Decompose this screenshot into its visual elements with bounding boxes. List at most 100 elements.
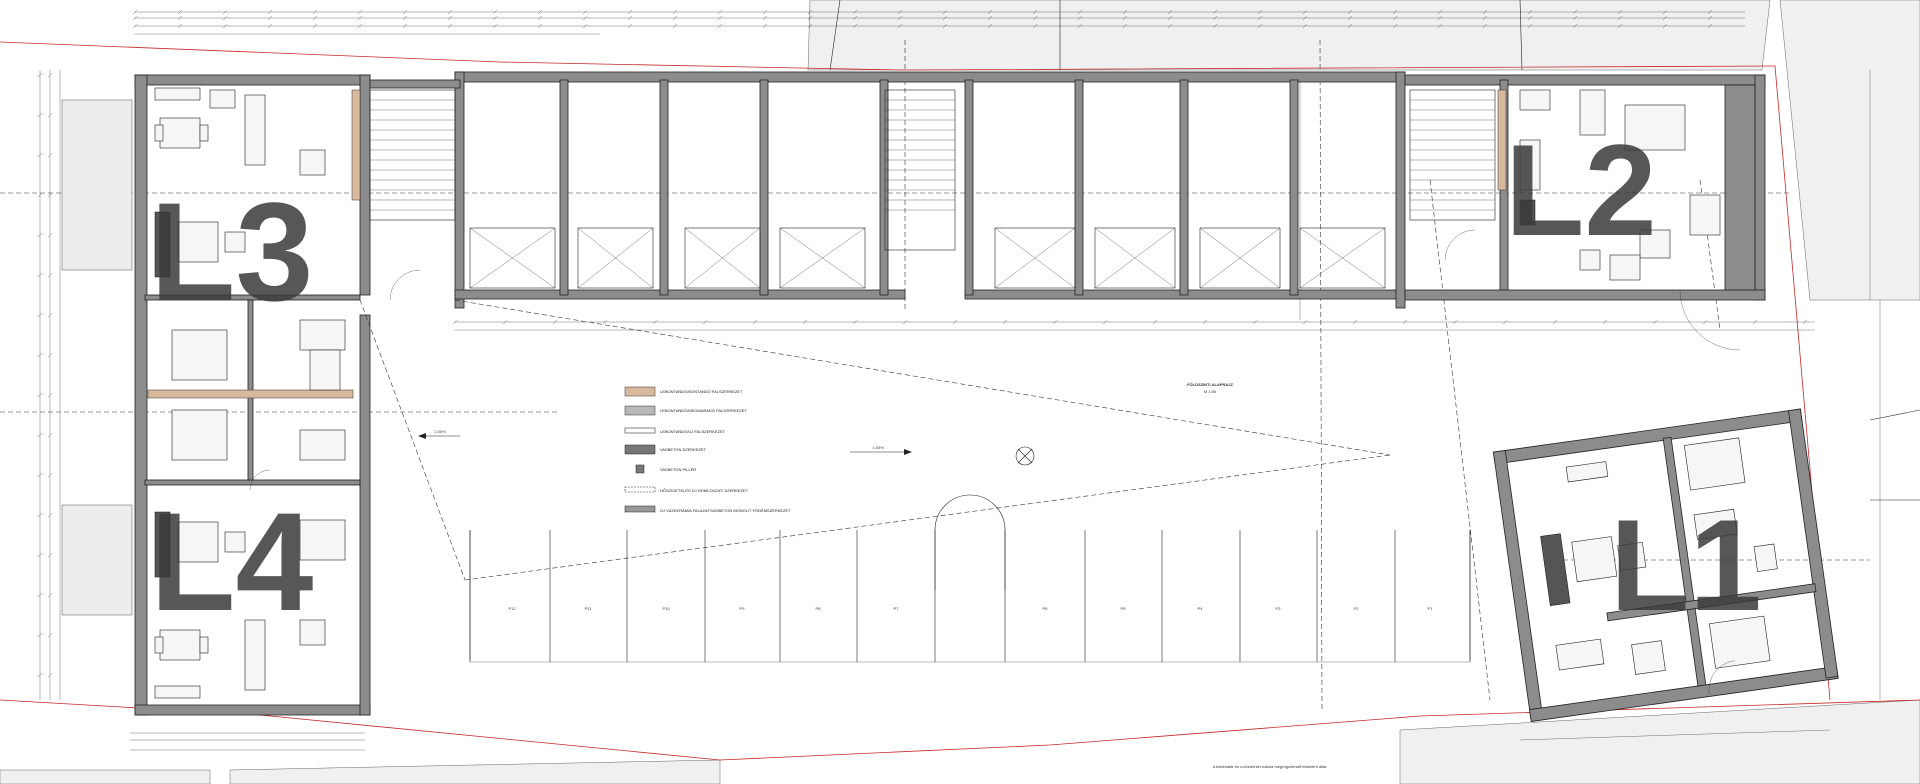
parking-space-label: P4: [1198, 606, 1204, 611]
garage-partitions: [559, 79, 1299, 296]
garage-wall: [759, 79, 769, 296]
furniture: [159, 117, 201, 149]
furniture: [1579, 249, 1601, 271]
parking-space-label: P11: [585, 606, 593, 611]
legend-text-7: ÚJ VÁZKERÁMIA FALAZAT/VASBETON MONOLIT F…: [660, 508, 791, 513]
legend-swatch-3: [624, 427, 656, 434]
furniture: [154, 685, 201, 699]
garage-door-box: [469, 227, 556, 289]
garage-door-box: [994, 227, 1076, 289]
furniture: [154, 124, 164, 142]
parking-space-label: P8: [816, 606, 822, 611]
legend-text-1: LEBONTANDÓ/BONTANDÓ FALSZERKEZET: [660, 389, 743, 394]
furniture: [209, 89, 236, 109]
ne-stairs: [1409, 89, 1496, 221]
furniture: [309, 349, 341, 391]
furniture: [171, 409, 228, 461]
parking-space-label: P9: [740, 606, 746, 611]
furniture: [1689, 194, 1721, 236]
furniture: [299, 429, 346, 461]
legend-text-4: VASBETON SZERKEZET: [660, 447, 707, 452]
furniture: [1519, 89, 1551, 111]
garage-wall: [1289, 79, 1299, 296]
apartment-labels: L1 L2 L3 L4: [150, 117, 1762, 640]
furniture: [299, 319, 346, 351]
furniture: [159, 629, 201, 661]
furniture: [1579, 89, 1606, 136]
furniture: [177, 521, 219, 563]
furniture: [299, 519, 346, 561]
dimension-ticks: [37, 9, 1808, 678]
furniture: [199, 636, 209, 654]
parking-space-label: P10: [662, 606, 670, 611]
unit-label-l4: L4: [150, 483, 314, 640]
south-east-building: [1492, 408, 1839, 722]
legend-swatch-4: [624, 444, 656, 455]
legend-swatch-1: [624, 386, 656, 397]
legend-text-6: HŐSZIGETELÉS ÚJ HOMLOKZATI SZERKEZET: [660, 488, 749, 493]
garage-wall: [1179, 79, 1189, 296]
parking-space-label: P6: [1043, 606, 1049, 611]
furniture: [299, 149, 326, 176]
staircase-middle: [884, 89, 956, 251]
furniture: [1693, 508, 1738, 540]
furniture: [1624, 104, 1686, 151]
legend-swatch-7: [624, 505, 656, 513]
garage-wall: [964, 79, 974, 296]
legend-text-3: LEBONTANDÓ/ÚJ FALSZERKEZET: [660, 429, 726, 434]
garage-door-box: [577, 227, 654, 289]
furniture: [1709, 615, 1771, 669]
legend-text-2: LEBONTANDÓ/MEGMARADÓ FALSZERKEZET: [660, 408, 747, 413]
furniture: [1631, 640, 1666, 675]
furniture: [1571, 536, 1618, 583]
garage-door-box: [1199, 227, 1281, 289]
unit-label-l2: L2: [1505, 117, 1657, 263]
plan-title-block: FÖLDSZINTI ALAPRAJZ M 1:50: [1187, 382, 1233, 394]
parking-space-label: P12: [508, 606, 516, 611]
garage-doors: [469, 227, 1386, 289]
legend: LEBONTANDÓ/BONTANDÓ FALSZERKEZET LEBONTA…: [624, 386, 791, 513]
west-stairs: [369, 89, 456, 221]
parking-dividers: [469, 530, 1471, 662]
garage-wall: [559, 79, 569, 296]
footer-note: A telekhatár és a közterület határa megr…: [1213, 764, 1328, 769]
parking-space-label: P5: [1121, 606, 1127, 611]
parking-space-label: P7: [894, 606, 900, 611]
north-east-building: [1404, 74, 1766, 351]
furniture: [1555, 638, 1605, 671]
furniture: [1519, 139, 1541, 191]
garage-door-box: [1299, 227, 1386, 289]
furniture: [1753, 543, 1778, 572]
furniture: [299, 619, 326, 646]
furniture: [199, 124, 209, 142]
furniture: [1565, 461, 1609, 483]
furniture: [177, 221, 219, 263]
garage-wall: [659, 79, 669, 296]
legend-swatch-2: [624, 405, 656, 416]
furniture: [244, 619, 266, 691]
furniture: [154, 511, 171, 578]
furniture: [1540, 533, 1571, 606]
furniture: [244, 94, 266, 166]
plan-scale: M 1:50: [1204, 389, 1217, 394]
garage-door-box: [684, 227, 761, 289]
unit-label-l3: L3: [150, 173, 313, 330]
slope-label-right: 1.00%: [872, 445, 884, 450]
furniture: [224, 231, 246, 253]
furniture: [1683, 437, 1746, 491]
furniture: [154, 87, 201, 101]
furniture: [154, 211, 171, 278]
se-furniture: [1540, 437, 1778, 695]
plan-title: FÖLDSZINTI ALAPRAJZ: [1187, 382, 1233, 387]
furniture: [1519, 199, 1536, 226]
garage-door-box: [1094, 227, 1176, 289]
furniture: [224, 531, 246, 553]
furniture: [154, 636, 164, 654]
furniture: [1617, 541, 1647, 571]
garage-building: [454, 71, 1406, 309]
parking-space-label: P2: [1354, 606, 1360, 611]
legend-swatch-5: [635, 464, 645, 474]
